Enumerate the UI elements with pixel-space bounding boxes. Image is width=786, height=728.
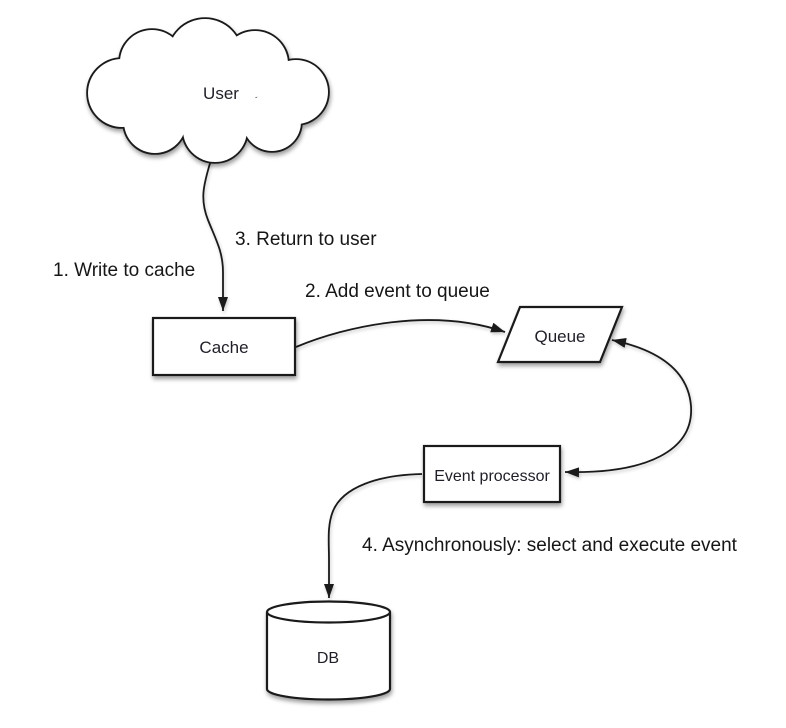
edge-user-to-cache — [202, 159, 228, 311]
step-labels: 1. Write to cache 3. Return to user 2. A… — [53, 229, 738, 556]
cache-box — [151, 316, 297, 377]
user-cloud-node: User — [86, 17, 330, 164]
db-node-label: DB — [317, 650, 339, 667]
cache-node: Cache — [151, 316, 297, 377]
edges-layer — [202, 159, 692, 598]
step4-label: 4. Asynchronously: select and execute ev… — [362, 535, 738, 556]
queue-parallelogram — [496, 305, 624, 364]
db-cylinder-body — [265, 612, 392, 701]
queue-node: Queue — [496, 305, 624, 364]
queue-node-label: Queue — [534, 327, 585, 346]
event-processor-node: Event processor — [422, 444, 562, 504]
user-node-label: User — [203, 84, 239, 103]
edge-event-processor-to-db — [324, 473, 423, 598]
step2-label: 2. Add event to queue — [305, 281, 490, 302]
cache-node-label: Cache — [199, 338, 248, 357]
step1-label: 1. Write to cache — [53, 260, 195, 281]
db-node: DB — [265, 600, 392, 701]
edge-cache-to-queue — [295, 319, 506, 348]
step3-label: 3. Return to user — [235, 229, 377, 250]
cloud-fill — [88, 19, 328, 162]
event-processor-node-label: Event processor — [434, 468, 550, 485]
event-processor-box — [422, 444, 562, 504]
db-cylinder-top — [265, 600, 392, 624]
edge-event-processor-queue — [564, 338, 692, 478]
